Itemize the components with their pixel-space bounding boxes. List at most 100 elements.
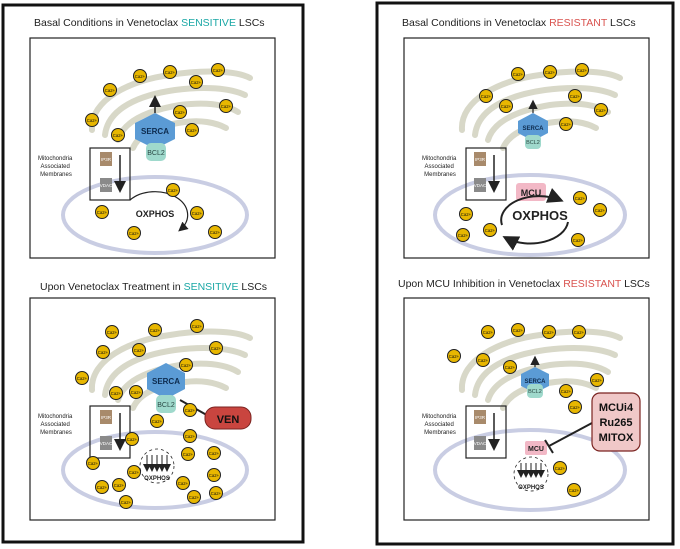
mitochondrion bbox=[61, 175, 249, 255]
serca-pump bbox=[135, 113, 175, 149]
calcium-ion: Ca2+ bbox=[209, 486, 223, 500]
right-figure-frame bbox=[375, 1, 675, 546]
inhibitor-label: MITOX bbox=[599, 432, 634, 444]
calcium-ion: Ca2+ bbox=[499, 99, 513, 113]
calcium-ion: Ca2+ bbox=[447, 349, 461, 363]
bcl2-protein bbox=[146, 143, 166, 161]
calcium-ion: Ca2+ bbox=[481, 325, 495, 339]
bcl2-protein bbox=[527, 384, 543, 398]
calcium-ion-label: Ca2+ bbox=[575, 196, 586, 201]
calcium-ion-label: Ca2+ bbox=[209, 451, 220, 456]
calcium-ion-label: Ca2+ bbox=[150, 328, 161, 333]
calcium-ion-label: Ca2+ bbox=[181, 363, 192, 368]
calcium-ion-label: Ca2+ bbox=[114, 483, 125, 488]
mam-label: Mitochondria Associated Membranes bbox=[38, 156, 74, 178]
calcium-ion-label: Ca2+ bbox=[192, 211, 203, 216]
calcium-ion: Ca2+ bbox=[572, 325, 586, 339]
calcium-ion: Ca2+ bbox=[190, 206, 204, 220]
calcium-ion: Ca2+ bbox=[503, 360, 517, 374]
calcium-ion-label: Ca2+ bbox=[544, 330, 555, 335]
calcium-ion-label: Ca2+ bbox=[211, 491, 222, 496]
calcium-ion: Ca2+ bbox=[573, 191, 587, 205]
calcium-ion-label: Ca2+ bbox=[98, 350, 109, 355]
vdac-channel bbox=[474, 178, 486, 192]
calcium-ion: Ca2+ bbox=[129, 385, 143, 399]
calcium-ion: Ca2+ bbox=[173, 105, 187, 119]
calcium-ion-label: Ca2+ bbox=[183, 452, 194, 457]
calcium-ion-label: Ca2+ bbox=[135, 74, 146, 79]
ip3r-label: IP3R bbox=[475, 415, 486, 420]
calcium-ion: Ca2+ bbox=[543, 65, 557, 79]
calcium-ion-label: Ca2+ bbox=[165, 70, 176, 75]
calcium-ion: Ca2+ bbox=[211, 63, 225, 77]
calcium-ion: Ca2+ bbox=[103, 83, 117, 97]
endoplasmic-reticulum bbox=[458, 328, 623, 411]
calcium-ion: Ca2+ bbox=[150, 414, 164, 428]
calcium-ion-label: Ca2+ bbox=[481, 94, 492, 99]
calcium-ions: Ca2+ Ca2+ Ca2+ Ca2+ Ca2+ Ca2+ Ca2+ Ca2+ Ca2+ Ca2+… bbox=[85, 63, 233, 240]
calcium-ion: Ca2+ bbox=[95, 205, 109, 219]
serca-label: SERCA bbox=[141, 127, 169, 136]
calcium-ion: Ca2+ bbox=[593, 203, 607, 217]
calcium-ion-label: Ca2+ bbox=[152, 419, 163, 424]
calcium-ion: Ca2+ bbox=[179, 358, 193, 372]
inhibitor-label: Ru265 bbox=[599, 417, 632, 429]
calcium-ion: Ca2+ bbox=[208, 225, 222, 239]
calcium-ion-label: Ca2+ bbox=[178, 481, 189, 486]
calcium-ion-label: Ca2+ bbox=[185, 408, 196, 413]
calcium-ion-label: Ca2+ bbox=[175, 110, 186, 115]
oxphos-down-arrows bbox=[517, 463, 545, 478]
ip3r-channel bbox=[100, 410, 112, 424]
ip3r-label: IP3R bbox=[101, 157, 112, 162]
calcium-ion-label: Ca2+ bbox=[211, 346, 222, 351]
mam-box bbox=[89, 405, 131, 459]
calcium-ion-label: Ca2+ bbox=[129, 231, 140, 236]
calcium-ion: Ca2+ bbox=[86, 456, 100, 470]
serca-label: SERCA bbox=[522, 126, 544, 132]
calcium-ion: Ca2+ bbox=[553, 461, 567, 475]
calcium-ion-label: Ca2+ bbox=[209, 473, 220, 478]
calcium-ion: Ca2+ bbox=[559, 384, 573, 398]
ip3r-channel bbox=[100, 152, 112, 166]
calcium-ion-label: Ca2+ bbox=[596, 108, 607, 113]
oxphos-down-arrows bbox=[143, 455, 171, 472]
calcium-ion: Ca2+ bbox=[459, 207, 473, 221]
bcl2-label: BCL2 bbox=[528, 389, 542, 395]
calcium-ion: Ca2+ bbox=[190, 319, 204, 333]
calcium-ion: Ca2+ bbox=[575, 63, 589, 77]
calcium-ion: Ca2+ bbox=[185, 123, 199, 137]
calcium-ion: Ca2+ bbox=[163, 65, 177, 79]
serca-label: SERCA bbox=[524, 379, 546, 385]
vdac-channel bbox=[100, 178, 112, 192]
calcium-ion-label: Ca2+ bbox=[555, 466, 566, 471]
calcium-ion-label: Ca2+ bbox=[485, 228, 496, 233]
ip3r-channel bbox=[474, 152, 486, 166]
panel-title: Basal Conditions in Venetoclax RESISTANT… bbox=[402, 17, 636, 29]
calcium-ion: Ca2+ bbox=[75, 371, 89, 385]
oxphos-cycle-lower bbox=[502, 221, 569, 251]
mam-box bbox=[465, 147, 507, 201]
ip3r-label: IP3R bbox=[475, 157, 486, 162]
mitochondrion bbox=[433, 173, 627, 257]
mam-box bbox=[89, 147, 131, 201]
calcium-ion-label: Ca2+ bbox=[127, 437, 138, 442]
calcium-ion-label: Ca2+ bbox=[111, 391, 122, 396]
calcium-ion: Ca2+ bbox=[127, 465, 141, 479]
calcium-ion: Ca2+ bbox=[181, 447, 195, 461]
calcium-ion: Ca2+ bbox=[567, 483, 581, 497]
calcium-ion: Ca2+ bbox=[111, 128, 125, 142]
calcium-ion-label: Ca2+ bbox=[561, 122, 572, 127]
left-figure-frame bbox=[1, 3, 305, 544]
calcium-ion-label: Ca2+ bbox=[107, 330, 118, 335]
calcium-ion: Ca2+ bbox=[209, 341, 223, 355]
calcium-ion-label: Ca2+ bbox=[213, 68, 224, 73]
mcu-inhibitor-box bbox=[591, 392, 641, 452]
serca-pump bbox=[147, 363, 185, 399]
bcl2-protein bbox=[525, 135, 541, 149]
calcium-ion-label: Ca2+ bbox=[478, 358, 489, 363]
calcium-ion-label: Ca2+ bbox=[77, 376, 88, 381]
inhibitor-label: MCUi4 bbox=[599, 402, 634, 414]
calcium-ion: Ca2+ bbox=[112, 478, 126, 492]
panel-resistant-mcu-inhibition: Upon MCU Inhibition in Venetoclax RESIST… bbox=[398, 278, 650, 521]
calcium-ion: Ca2+ bbox=[127, 226, 141, 240]
